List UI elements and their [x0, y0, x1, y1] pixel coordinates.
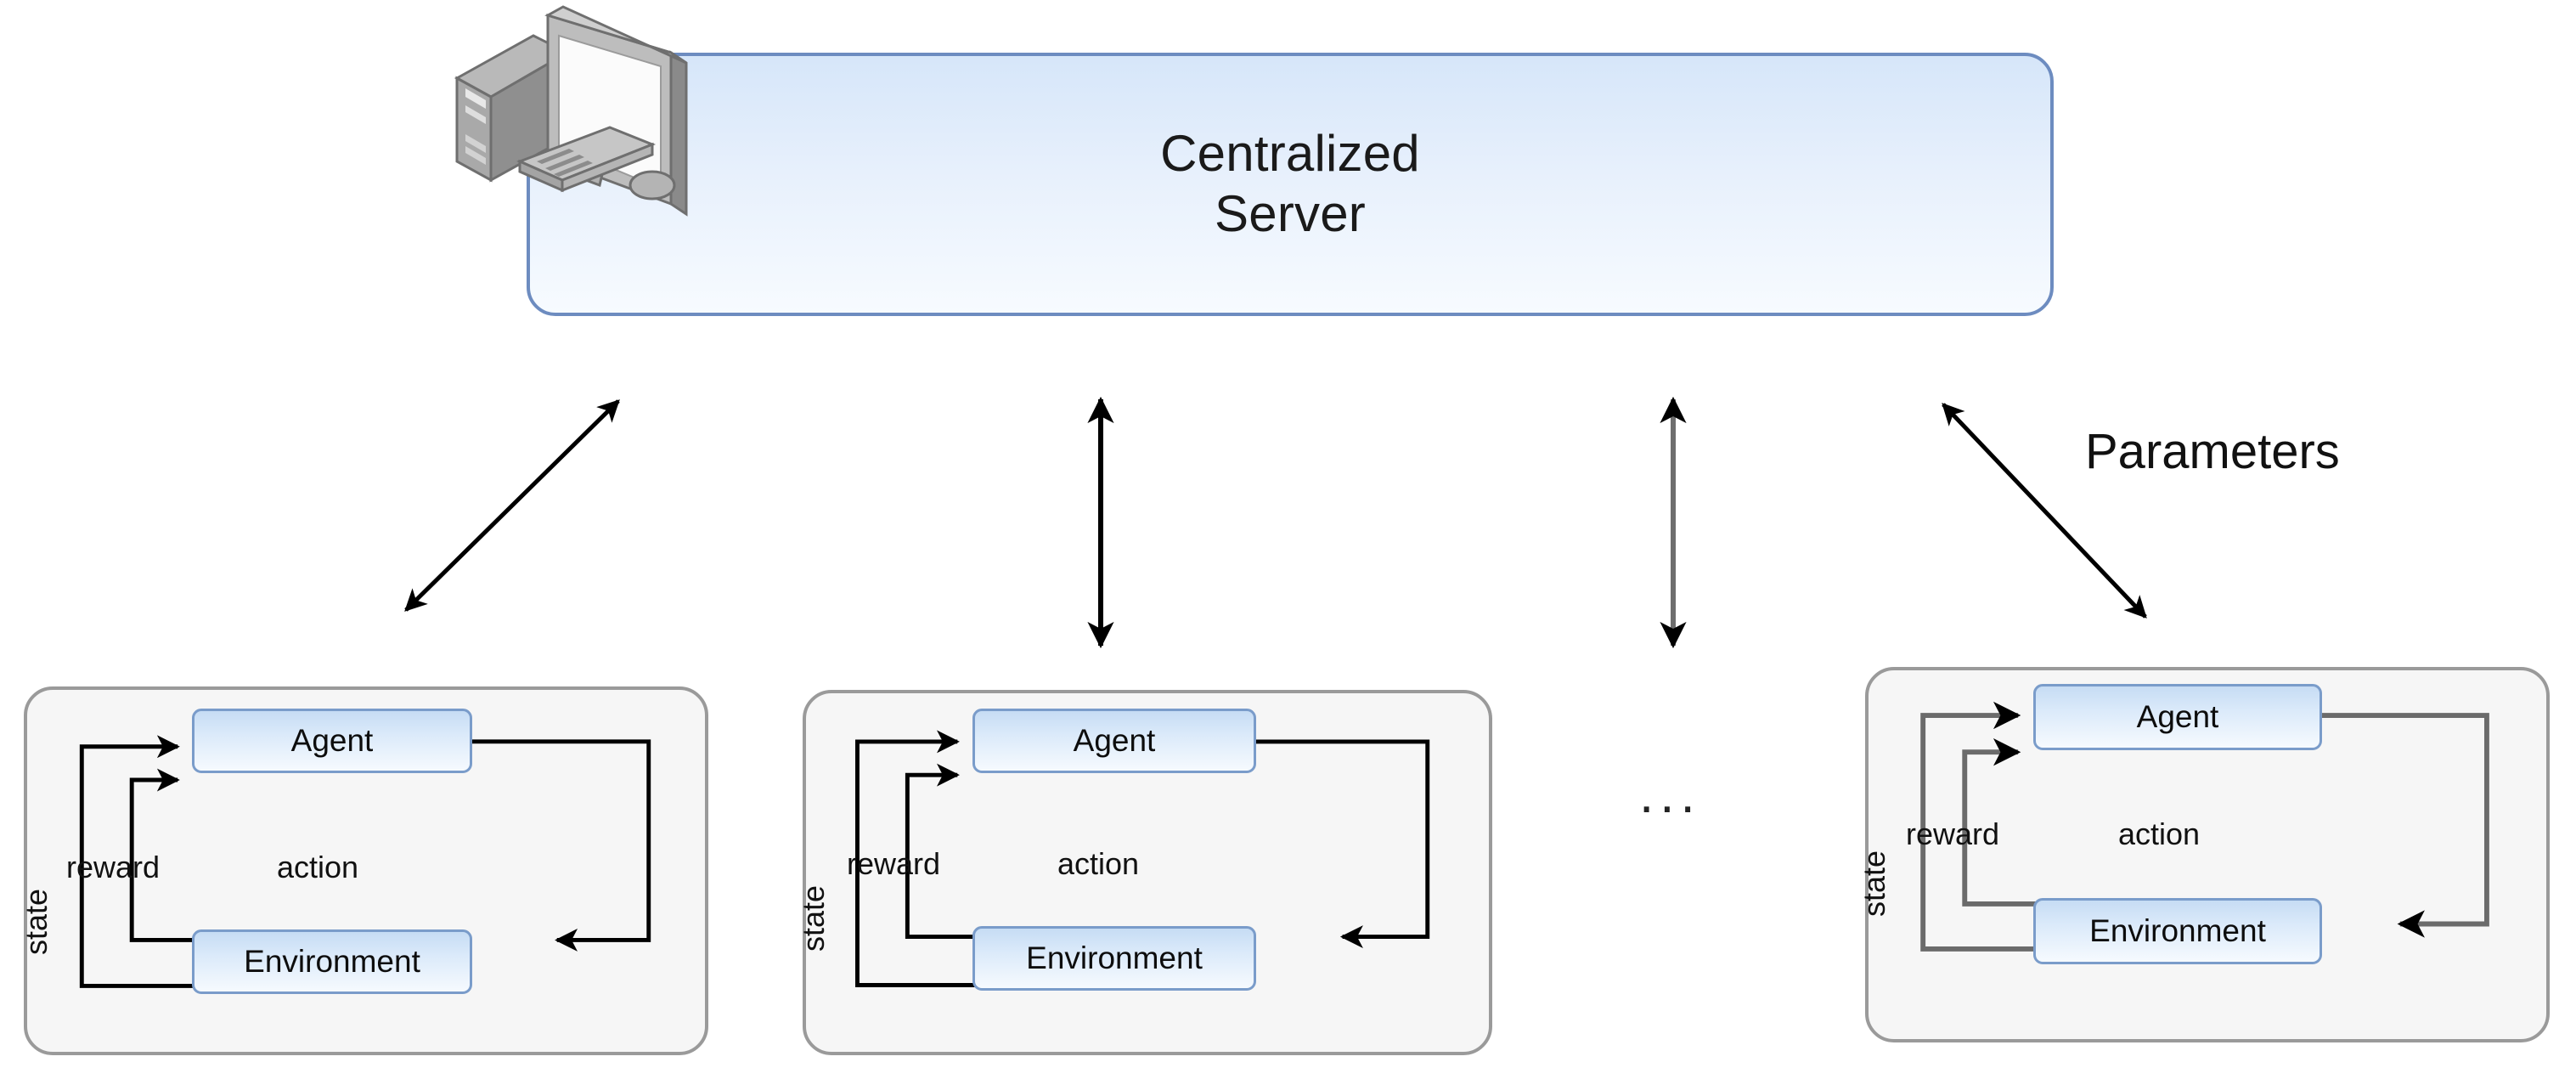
- rl-unit-1: Agent Environment state reward action: [19, 686, 708, 1055]
- rl-unit-2-state-label: state: [796, 884, 831, 952]
- link-server-to-unit-1: [404, 399, 620, 612]
- rl-unit-1-environment-node: Environment: [192, 929, 472, 994]
- rl-unit-1-action-label: action: [277, 850, 359, 884]
- rl-unit-1-reward-label: reward: [66, 850, 161, 884]
- rl-unit-1-agent-label: Agent: [290, 723, 374, 758]
- server-title-line-2: Server: [1215, 185, 1366, 242]
- rl-unit-3-reward-label: reward: [1906, 816, 2000, 851]
- server-title-line-1: Centralized: [1160, 125, 1420, 183]
- rl-unit-3-agent-node: Agent: [2033, 684, 2322, 750]
- parameters-label: Parameters: [2085, 424, 2340, 479]
- rl-unit-2-agent-node: Agent: [972, 709, 1256, 773]
- rl-unit-2-environment-label: Environment: [1026, 941, 1203, 975]
- rl-unit-2-environment-node: Environment: [972, 926, 1256, 991]
- centralized-server-box: Centralized Server: [527, 53, 2054, 316]
- rl-unit-2-action-label: action: [1057, 846, 1140, 881]
- rl-unit-3-action-label: action: [2118, 816, 2201, 851]
- rl-unit-3: Agent Environment state reward action: [1857, 667, 2550, 1042]
- rl-unit-3-agent-label: Agent: [2136, 699, 2219, 734]
- rl-unit-3-environment-node: Environment: [2033, 898, 2322, 964]
- ellipsis-more-units: ...: [1639, 765, 1701, 824]
- rl-unit-1-environment-label: Environment: [244, 944, 420, 979]
- rl-unit-2: Agent Environment state reward action: [796, 690, 1492, 1055]
- desktop-computer-icon: [425, 0, 730, 289]
- rl-unit-3-state-label: state: [1857, 850, 1891, 917]
- rl-unit-1-state-label: state: [19, 888, 54, 955]
- server-title: Centralized Server: [530, 56, 2050, 313]
- rl-unit-1-agent-node: Agent: [192, 709, 472, 773]
- rl-unit-2-reward-label: reward: [847, 846, 941, 881]
- rl-unit-3-environment-label: Environment: [2089, 913, 2266, 948]
- rl-unit-2-agent-label: Agent: [1073, 723, 1156, 758]
